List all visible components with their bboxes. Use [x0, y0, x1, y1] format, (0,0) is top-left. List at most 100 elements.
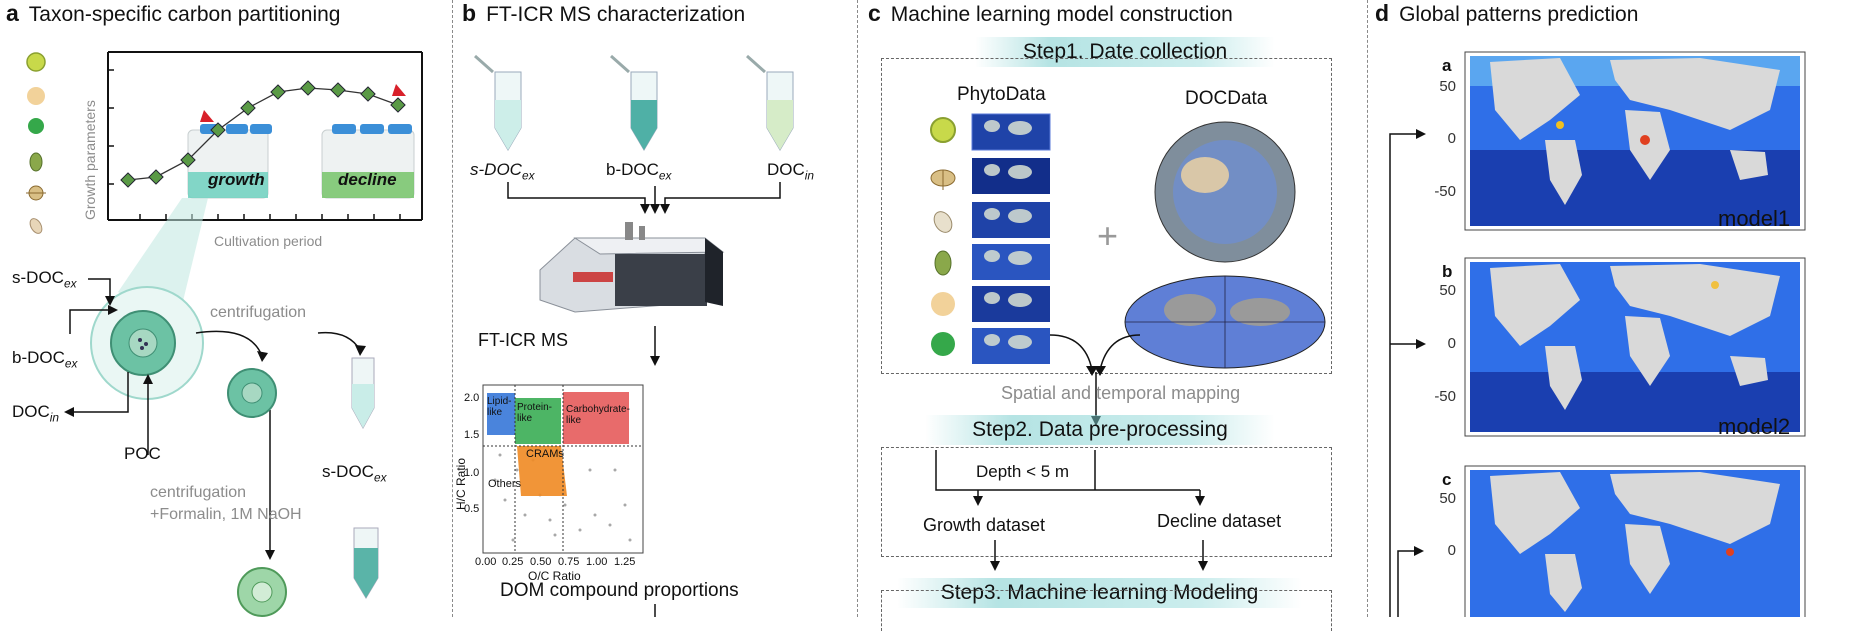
- b-doc-ex-tube-label-b: b-DOCex: [606, 160, 672, 183]
- vk-xtick-2: 0.50: [530, 556, 552, 568]
- s-doc-ex-tube-label-b: s-DOCex: [470, 160, 535, 183]
- depth-label: Depth < 5 m: [976, 462, 1070, 481]
- map2-model-label: model2: [1718, 414, 1791, 439]
- centrifuged-cell: [227, 368, 277, 418]
- growth-phase-label: growth: [208, 170, 265, 189]
- euglena-icon: [934, 250, 952, 276]
- growth-curve: [127, 87, 399, 181]
- panel-b-graphic: [474, 54, 794, 617]
- dom-caption: DOM compound proportions: [500, 580, 739, 601]
- global-map-3: [1464, 465, 1806, 617]
- step3-box: [881, 590, 1332, 631]
- decline-phase-label: decline: [338, 170, 397, 189]
- vk-ytick-1.0: 1.0: [464, 467, 480, 479]
- treated-cell: [237, 567, 287, 617]
- map2-ytick-minus50: -50: [1434, 388, 1456, 405]
- doc-in-tube-label-b: DOCin: [767, 160, 815, 183]
- global-map-1: [1464, 51, 1806, 231]
- s-doc-tube: [351, 357, 375, 430]
- decline-dataset-label: Decline dataset: [1157, 511, 1282, 531]
- doc-in-tube-b: [746, 54, 794, 151]
- map2-ytick-0: 0: [1447, 335, 1456, 352]
- b-doc-tube: [353, 527, 379, 599]
- centrifugation-label-2: centrifugation: [150, 484, 247, 501]
- green-alga-icon: [931, 332, 955, 356]
- s-doc-tube-b: [474, 54, 522, 151]
- doc-globe-polar: [1154, 121, 1296, 263]
- map3-ytick-50: 50: [1439, 490, 1456, 507]
- sampling-marker-decline: [392, 84, 406, 96]
- step2-box: [881, 447, 1332, 557]
- vk-xlabel: O/C Ratio: [528, 569, 581, 583]
- flagellate-icon: [933, 211, 953, 233]
- coccolith-icon: [931, 292, 955, 316]
- step2-banner: Step2. Data pre-processing: [925, 415, 1275, 445]
- cell-diagram: [90, 286, 204, 400]
- step3-banner: Step3. Machine learning Modeling: [897, 578, 1302, 608]
- doc-globe-mollweide: [1124, 275, 1326, 369]
- step1-banner: Step1. Date collection: [975, 37, 1275, 67]
- panel-d-graphic: [1389, 51, 1806, 617]
- doc-data-label: DOCData: [1185, 88, 1268, 109]
- global-map-2: [1464, 257, 1806, 437]
- b-doc-ex-label-a: b-DOCex: [12, 348, 78, 371]
- ft-icr-ms-instrument: [539, 222, 725, 313]
- dinoflagellate-icon: [930, 169, 956, 190]
- vk-region-carbohydrate: Carbohydrate-like: [566, 404, 630, 426]
- vk-crams-region: [517, 446, 567, 496]
- s-doc-ex-tube-label: s-DOCex: [322, 462, 387, 485]
- doc-in-label-a: DOCin: [12, 402, 60, 425]
- growth-curve-points: [120, 80, 406, 188]
- flagellate-icon: [29, 218, 43, 234]
- vk-carbohydrate-region: [563, 392, 629, 444]
- map1-ytick-50: 50: [1439, 78, 1456, 95]
- radiolarian-icon: [26, 185, 46, 201]
- vk-xtick-5: 1.25: [614, 556, 636, 568]
- map2-ytick-50: 50: [1439, 282, 1456, 299]
- growth-plot-xlabel: Cultivation period: [214, 233, 323, 249]
- vk-region-lipid: Lipid-like: [487, 396, 512, 418]
- panel-a-graphic: [26, 51, 423, 617]
- instrument-label: FT-ICR MS: [478, 330, 568, 350]
- phyto-data-label: PhytoData: [957, 84, 1046, 105]
- step1-box: [881, 58, 1332, 374]
- divider-b-c: [857, 0, 858, 617]
- b-doc-tube-b: [610, 54, 658, 151]
- growth-plot-ylabel: Growth parameters: [82, 100, 98, 220]
- centrifugation-label-1: centrifugation: [210, 304, 307, 321]
- vk-xtick-1: 0.25: [502, 556, 524, 568]
- map1-ytick-minus50: -50: [1434, 183, 1456, 200]
- map1-letter: a: [1442, 56, 1452, 75]
- vk-xtick-3: 0.75: [558, 556, 580, 568]
- map3-letter: c: [1442, 470, 1452, 489]
- vk-xtick-4: 1.00: [586, 556, 608, 568]
- vk-region-crams: CRAMs: [526, 448, 564, 460]
- formalin-label: +Formalin, 1M NaOH: [150, 506, 302, 523]
- map3-ytick-0: 0: [1447, 542, 1456, 559]
- vk-lipid-region: [487, 393, 515, 435]
- coccolith-icon: [27, 87, 45, 105]
- divider-a-b: [452, 0, 453, 617]
- plus-sign: +: [1097, 215, 1119, 256]
- vk-region-others: Others: [488, 478, 522, 490]
- vk-protein-region: [515, 398, 561, 444]
- dinoflagellate-icon: [29, 152, 43, 172]
- diatom-icon: [26, 52, 46, 72]
- decline-flasks: [321, 124, 415, 199]
- vk-ytick-0.5: 0.5: [464, 503, 480, 515]
- vk-region-protein: Protein-like: [517, 402, 553, 424]
- divider-c-d: [1367, 0, 1368, 617]
- map1-ytick-0: 0: [1447, 130, 1456, 147]
- phyto-mini-maps: [971, 113, 1051, 364]
- diatom-icon: [930, 117, 956, 143]
- vk-ytick-1.5: 1.5: [464, 429, 480, 441]
- poc-label: POC: [124, 444, 161, 463]
- sampling-marker-growth: [200, 110, 214, 122]
- van-krevelen-plot: [482, 384, 644, 554]
- spatial-temporal-mapping-label: Spatial and temporal mapping: [1001, 383, 1241, 403]
- green-alga-icon: [28, 118, 44, 134]
